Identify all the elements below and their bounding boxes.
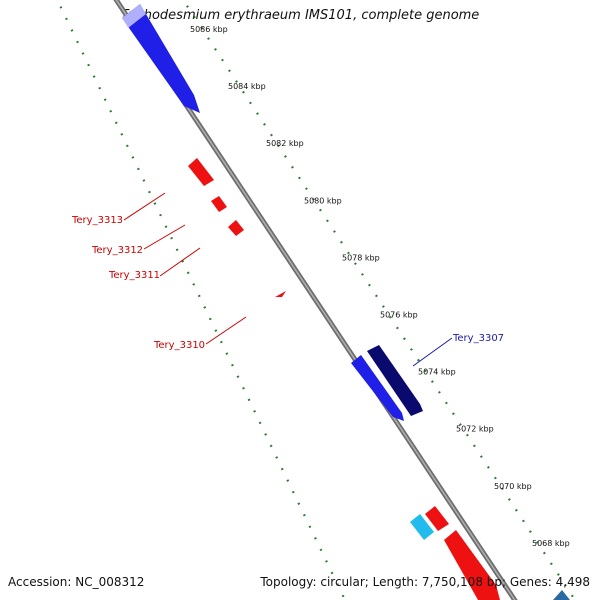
gene-forward-top[interactable] (122, 4, 200, 113)
connector-tery-3311 (159, 247, 201, 277)
kbp-tick-label: 5084 kbp (228, 82, 266, 91)
gene-tery-3307[interactable] (351, 345, 423, 421)
kbp-tick-label: 5086 kbp (190, 25, 228, 34)
connector-tery-3313 (123, 192, 166, 221)
kbp-tick-label: 5076 kbp (380, 311, 418, 320)
kbp-tick-label: 5080 kbp (304, 196, 342, 205)
connector-tery-3310 (205, 316, 247, 345)
kbp-tick-label: 5070 kbp (494, 482, 532, 491)
accession-text: Accession: NC_008312 (8, 575, 145, 589)
gene-cyan-corner[interactable] (553, 590, 570, 600)
kbp-tick-label: 5078 kbp (342, 253, 380, 262)
inner-dotted-track (181, 0, 576, 600)
kbp-ticks: 5086 kbp 5084 kbp 5082 kbp 5080 kbp 5078 kbp… (190, 25, 570, 548)
gene-label-tery-3312[interactable]: Tery_3312 (91, 245, 143, 256)
gene-tery-3311[interactable] (228, 220, 244, 236)
gene-label-tery-3310[interactable]: Tery_3310 (153, 340, 205, 351)
gene-cyan[interactable] (410, 514, 434, 540)
gene-tery-3313[interactable] (188, 158, 214, 186)
kbp-tick-label: 5082 kbp (266, 139, 304, 148)
connector-tery-3312 (143, 224, 186, 250)
map-title: Trichodesmium erythraeum IMS101, complet… (120, 8, 480, 23)
gene-tery-3310[interactable] (275, 291, 286, 297)
gene-label-tery-3313[interactable]: Tery_3313 (71, 215, 123, 226)
kbp-tick-label: 5072 kbp (456, 425, 494, 434)
kbp-tick-label: 5074 kbp (418, 368, 456, 377)
gene-reverse-bottom-small[interactable] (425, 506, 449, 531)
kbp-tick-label: 5068 kbp (532, 539, 570, 548)
gene-reverse-bottom-large[interactable] (444, 530, 500, 600)
gene-tery-3312[interactable] (211, 196, 227, 212)
gene-label-tery-3311[interactable]: Tery_3311 (108, 270, 160, 281)
gene-label-tery-3307[interactable]: Tery_3307 (452, 333, 504, 344)
outer-dotted-track (56, 0, 346, 600)
connector-tery-3307 (412, 337, 453, 367)
genome-summary-text: Topology: circular; Length: 7,750,108 bp… (260, 575, 590, 589)
